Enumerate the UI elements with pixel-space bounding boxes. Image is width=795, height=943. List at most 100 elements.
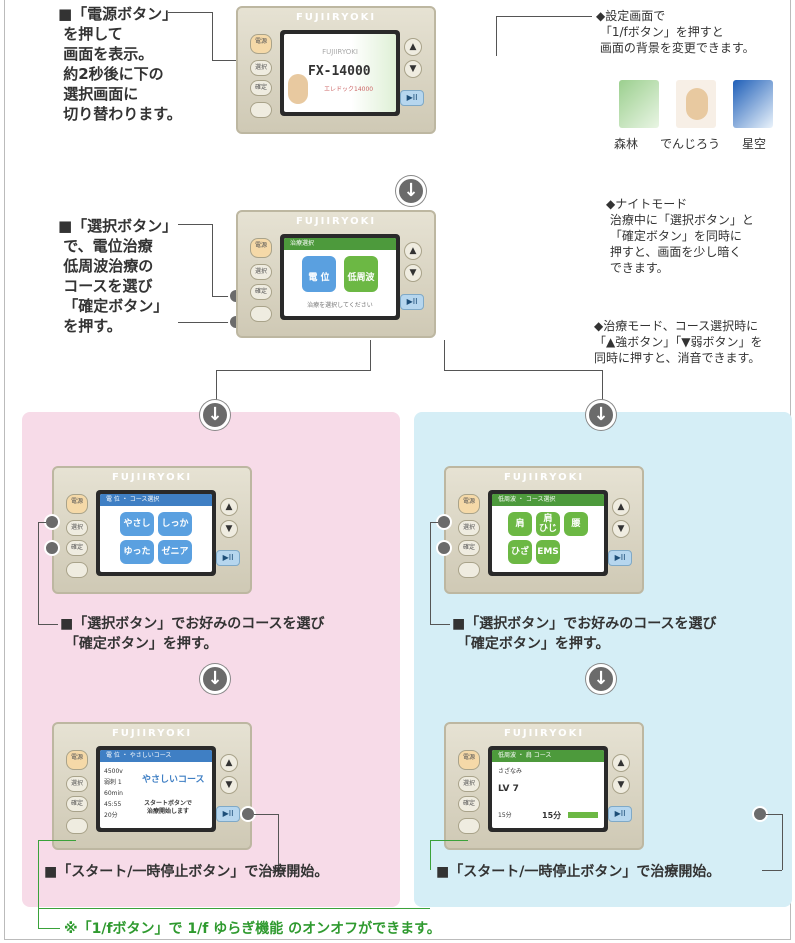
device-brand: FUJIIRYOKI bbox=[295, 216, 377, 227]
run-wave: さざなみ bbox=[498, 768, 523, 775]
label-denjirou: でんじろう bbox=[660, 137, 721, 151]
select-button[interactable]: 選択 bbox=[66, 520, 88, 536]
power-button[interactable]: 電源 bbox=[250, 34, 272, 54]
onef-button[interactable] bbox=[250, 306, 272, 322]
device-step2: FUJIIRYOKI 電源 選択 確定 ▲ ▼ ▶II 治療選択 電 位 低周波… bbox=[236, 210, 436, 338]
run-level: LV 7 bbox=[498, 784, 519, 794]
mascot-icon bbox=[288, 74, 308, 104]
tile-zeniaru[interactable]: ゼニアル bbox=[158, 540, 192, 572]
tile-kata-hiji[interactable]: 肩 ひじ bbox=[536, 512, 560, 536]
device-left-run: FUJIIRYOKI 電源 選択 確定 ▲ ▼ ▶II 電 位 ・ やさしいコー… bbox=[52, 722, 252, 850]
arrow-down-icon bbox=[200, 400, 230, 430]
select-button[interactable]: 選択 bbox=[250, 264, 272, 280]
step1-text: ■「電源ボタン」 を押して 画面を表示。 約2秒後に下の 選択画面に 切り替わり… bbox=[58, 5, 182, 123]
confirm-button[interactable]: 確定 bbox=[66, 540, 88, 556]
left-caption: ■「選択ボタン」でお好みのコースを選び 「確定ボタン」を押す。 bbox=[60, 616, 325, 652]
onef-button[interactable] bbox=[458, 818, 480, 834]
screen: 電 位 ・ コース選択 やさしい しっかり ゆったり ゼニアル bbox=[96, 490, 216, 576]
onef-button[interactable] bbox=[66, 818, 88, 834]
run-time: 15分 bbox=[498, 812, 512, 819]
start-button[interactable]: ▶II bbox=[400, 294, 424, 310]
screen: FUJIIRYOKI FX-14000 エレドック14000 bbox=[280, 30, 400, 116]
up-button[interactable]: ▲ bbox=[220, 498, 238, 516]
select-button[interactable]: 選択 bbox=[458, 776, 480, 792]
arrow-down-icon bbox=[586, 400, 616, 430]
screen-hint: 治療を選択してください bbox=[307, 302, 373, 309]
select-button[interactable]: 選択 bbox=[250, 60, 272, 76]
confirm-button[interactable]: 確定 bbox=[250, 284, 272, 300]
screen-model: FX-14000 bbox=[308, 64, 371, 79]
select-button[interactable]: 選択 bbox=[66, 776, 88, 792]
run-row: 20分 bbox=[104, 812, 118, 819]
arrow-down-icon bbox=[396, 176, 426, 206]
run-progress-bar bbox=[568, 812, 598, 818]
tile-ems[interactable]: EMS bbox=[536, 540, 560, 564]
footer-note: ※「1/fボタン」で 1/f ゆらぎ機能 のオンオフができます。 bbox=[64, 921, 441, 937]
onef-button[interactable] bbox=[458, 562, 480, 578]
power-button[interactable]: 電源 bbox=[66, 494, 88, 514]
up-button[interactable]: ▲ bbox=[404, 38, 422, 56]
device-left-select: FUJIIRYOKI 電源 選択 確定 ▲ ▼ ▶II 電 位 ・ コース選択 … bbox=[52, 466, 252, 594]
power-button[interactable]: 電源 bbox=[66, 750, 88, 770]
right-caption: ■「選択ボタン」でお好みのコースを選び 「確定ボタン」を押す。 bbox=[452, 616, 717, 652]
tile-koshi[interactable]: 腰 bbox=[564, 512, 588, 536]
screen: 治療選択 電 位 低周波 治療を選択してください bbox=[280, 234, 400, 320]
down-button[interactable]: ▼ bbox=[220, 776, 238, 794]
confirm-button[interactable]: 確定 bbox=[250, 80, 272, 96]
up-button[interactable]: ▲ bbox=[404, 242, 422, 260]
up-button[interactable]: ▲ bbox=[612, 754, 630, 772]
note-background: ◆設定画面で 「1/fボタン」を押すと 画面の背景を変更できます。 bbox=[596, 9, 755, 55]
device-step1: FUJIIRYOKI 電源 選択 確定 ▲ ▼ ▶II FUJIIRYOKI F… bbox=[236, 6, 436, 134]
confirm-button[interactable]: 確定 bbox=[458, 540, 480, 556]
tile-denni[interactable]: 電 位 bbox=[302, 256, 336, 292]
start-button[interactable]: ▶II bbox=[216, 806, 240, 822]
tile-teishuha[interactable]: 低周波 bbox=[344, 256, 378, 292]
up-button[interactable]: ▲ bbox=[612, 498, 630, 516]
device-brand: FUJIIRYOKI bbox=[111, 472, 193, 483]
select-button[interactable]: 選択 bbox=[458, 520, 480, 536]
down-button[interactable]: ▼ bbox=[220, 520, 238, 538]
tile-shikkari[interactable]: しっかり bbox=[158, 512, 192, 553]
power-button[interactable]: 電源 bbox=[250, 238, 272, 258]
down-button[interactable]: ▼ bbox=[612, 776, 630, 794]
power-button[interactable]: 電源 bbox=[458, 494, 480, 514]
screen: 低周波 ・ 肩 コース さざなみ LV 7 15分 15分 bbox=[488, 746, 608, 832]
arrow-down-icon bbox=[200, 664, 230, 694]
onef-button[interactable] bbox=[250, 102, 272, 118]
screen-header: 低周波 ・ 肩 コース bbox=[492, 750, 604, 762]
arrow-down-icon bbox=[586, 664, 616, 694]
tile-hiza[interactable]: ひざ bbox=[508, 540, 532, 564]
screen-brand: FUJIIRYOKI bbox=[322, 48, 358, 56]
screen: 電 位 ・ やさしいコース 4500v 弱刺 1 60min 45:55 20分… bbox=[96, 746, 216, 832]
starry-thumbnail bbox=[733, 80, 773, 128]
down-button[interactable]: ▼ bbox=[404, 60, 422, 78]
tile-kata[interactable]: 肩 bbox=[508, 512, 532, 536]
note-night: ◆ナイトモード 治療中に「選択ボタン」と 「確定ボタン」を同時に 押すと、画面を… bbox=[606, 197, 754, 275]
tile-yasashii[interactable]: やさしい bbox=[120, 512, 154, 553]
power-button[interactable]: 電源 bbox=[458, 750, 480, 770]
device-right-run: FUJIIRYOKI 電源 選択 確定 ▲ ▼ ▶II 低周波 ・ 肩 コース … bbox=[444, 722, 644, 850]
down-button[interactable]: ▼ bbox=[612, 520, 630, 538]
confirm-button[interactable]: 確定 bbox=[66, 796, 88, 812]
run-hint: スタートボタンで 治療開始します bbox=[144, 800, 193, 815]
run-timer: 15分 bbox=[542, 811, 562, 820]
up-button[interactable]: ▲ bbox=[220, 754, 238, 772]
run-title: やさしいコース bbox=[142, 775, 205, 785]
confirm-button[interactable]: 確定 bbox=[458, 796, 480, 812]
start-button[interactable]: ▶II bbox=[608, 550, 632, 566]
start-button[interactable]: ▶II bbox=[608, 806, 632, 822]
start-button[interactable]: ▶II bbox=[400, 90, 424, 106]
label-forest: 森林 bbox=[614, 137, 639, 151]
tile-yuttari[interactable]: ゆったり bbox=[120, 540, 154, 572]
device-brand: FUJIIRYOKI bbox=[111, 728, 193, 739]
screen-header: 電 位 ・ やさしいコース bbox=[100, 750, 212, 762]
onef-button[interactable] bbox=[66, 562, 88, 578]
screen: 低周波 ・ コース選択 肩 肩 ひじ 腰 ひざ EMS bbox=[488, 490, 608, 576]
device-brand: FUJIIRYOKI bbox=[503, 728, 585, 739]
down-button[interactable]: ▼ bbox=[404, 264, 422, 282]
run-row: 45:55 bbox=[104, 801, 122, 808]
start-button[interactable]: ▶II bbox=[216, 550, 240, 566]
denjirou-thumbnail bbox=[676, 80, 716, 128]
run-row: 弱刺 1 bbox=[104, 779, 122, 786]
forest-thumbnail bbox=[619, 80, 659, 128]
